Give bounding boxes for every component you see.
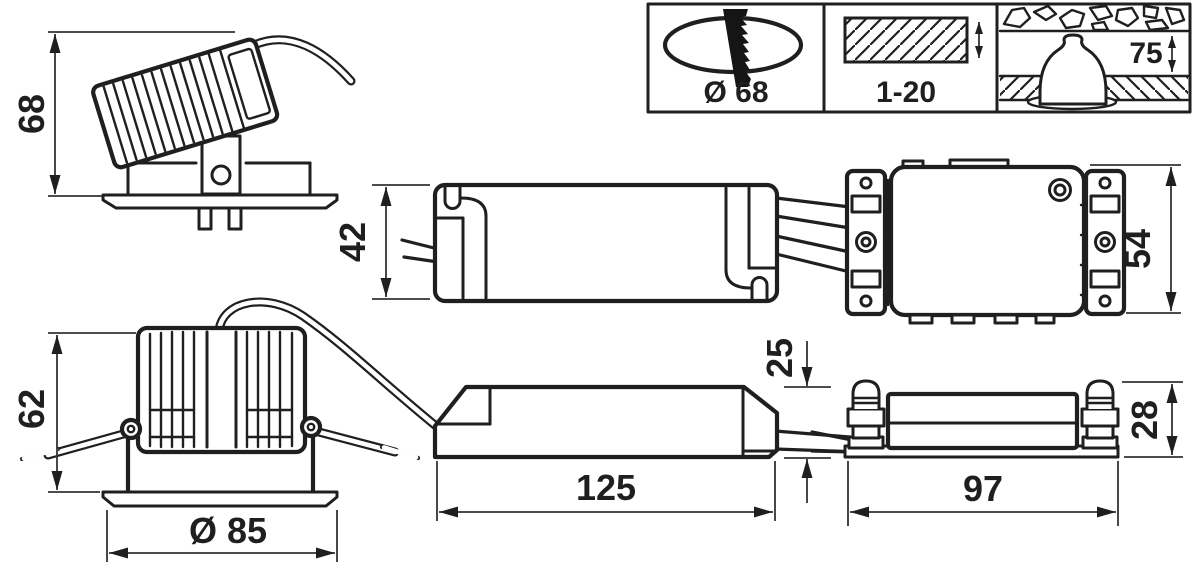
recess-depth-label: 75 [1129,37,1162,70]
heatsink-fins [102,56,224,164]
lens-front [227,47,271,120]
dim-54: 54 [1117,229,1158,269]
trim-ring-side [101,193,339,210]
driver-housing-top [432,182,780,304]
dim-125: 125 [576,467,636,508]
hole-saw-cutout-icon [662,9,804,87]
view-connector-box-side [810,379,1120,459]
dimension-annotations: 68 42 54 62 Ø 85 25 125 97 [11,31,1183,562]
connector-input-wires [810,430,854,442]
rubble-stones [1002,4,1186,32]
tilted-heatsink-body [91,37,280,170]
cable-gland-left [846,379,886,450]
view-driver-side [432,384,864,460]
dim-68: 68 [11,94,52,134]
view-connector-box-top [844,158,1127,325]
dim-85: Ø 85 [189,510,267,551]
dim-97: 97 [963,468,1003,509]
dim-62: 62 [11,389,52,429]
ceiling-thickness-label: 1-20 [876,76,936,109]
heatsink-fins-front [148,330,294,449]
spec-panel: Ø 68 1-20 [646,2,1192,114]
view-luminaire-front [19,297,441,508]
cutout-diameter-label: Ø 68 [703,76,768,109]
heatsink-body-front [135,325,308,455]
dim-25: 25 [759,338,800,378]
tilt-pivot [210,164,232,186]
strain-relief-slot-top [443,184,462,210]
cable-gland-right [1080,379,1120,450]
trim-ring-front [101,490,339,508]
dim-28: 28 [1124,400,1165,440]
dim-42: 42 [332,222,373,262]
connector-body-side [885,391,1080,451]
driver-input-wires [400,238,440,251]
ceiling-thickness-icon [843,16,983,64]
strain-relief-slot-bottom [750,276,769,302]
view-luminaire-tilted-side [91,35,356,231]
driver-output-wires [774,196,852,209]
driver-housing-side [432,384,780,460]
view-driver-top [400,182,852,304]
recess-depth-icon [998,4,1190,111]
